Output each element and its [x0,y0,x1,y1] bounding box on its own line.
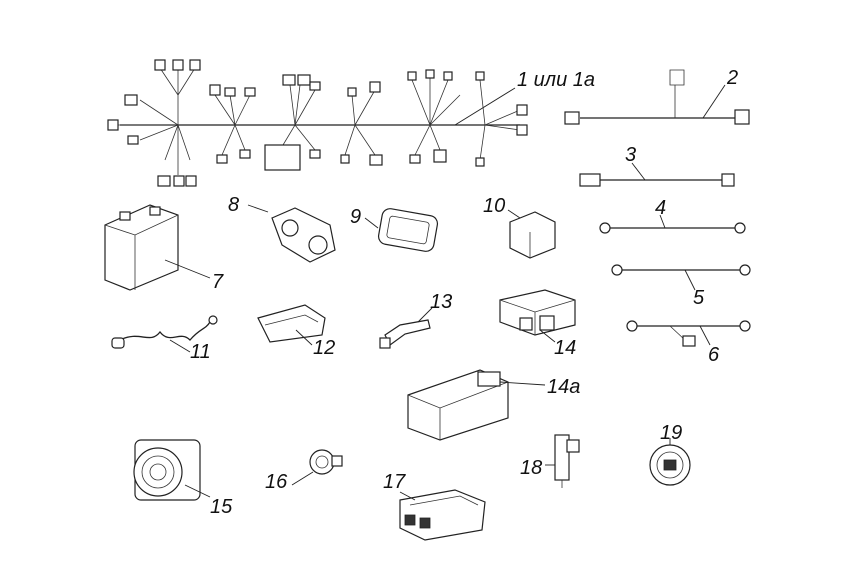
label-part-10: 10 [483,195,506,217]
label-part-6: 6 [708,344,720,366]
part-2-harness [564,69,750,125]
label-part-19: 19 [660,422,683,444]
part-18-sensor [545,434,580,488]
part-14a-ecu [407,369,546,441]
label-part-15: 15 [210,496,233,518]
label-part-14: 14 [554,337,577,359]
part-10-relay [507,209,556,259]
label-part-2: 2 [727,67,739,89]
label-part-12: 12 [313,337,336,359]
label-part-4: 4 [655,197,667,219]
label-part-11: 11 [190,341,211,363]
part-19-usb-socket [649,438,691,486]
part-15-headlamp [133,439,211,501]
label-part-18: 18 [520,457,543,479]
part-17-regulator [399,489,486,541]
label-part-8: 8 [228,194,240,216]
label-part-1: 1 или 1а [517,69,596,91]
label-part-3: 3 [625,144,637,166]
label-part-13: 13 [430,291,453,313]
part-3-harness [579,162,735,187]
label-part-14a: 14а [547,376,581,398]
part-11-coiled-cable [111,315,218,353]
label-part-7: 7 [212,271,224,293]
part-12-lamp [257,304,326,346]
part-9-display [364,208,439,252]
label-part-5: 5 [693,287,705,309]
part-16-socket [291,449,343,486]
part-1-main-harness [107,59,528,187]
label-part-17: 17 [383,471,406,493]
part-8-switch [247,204,336,263]
part-13-sensor [379,307,433,349]
label-part-9: 9 [350,206,362,228]
label-part-16: 16 [265,471,288,493]
part-4-cable [599,214,746,234]
part-5-cable [611,264,751,291]
part-14-ecu [499,289,576,343]
part-7-battery [104,204,211,291]
part-6-cable [626,320,751,347]
